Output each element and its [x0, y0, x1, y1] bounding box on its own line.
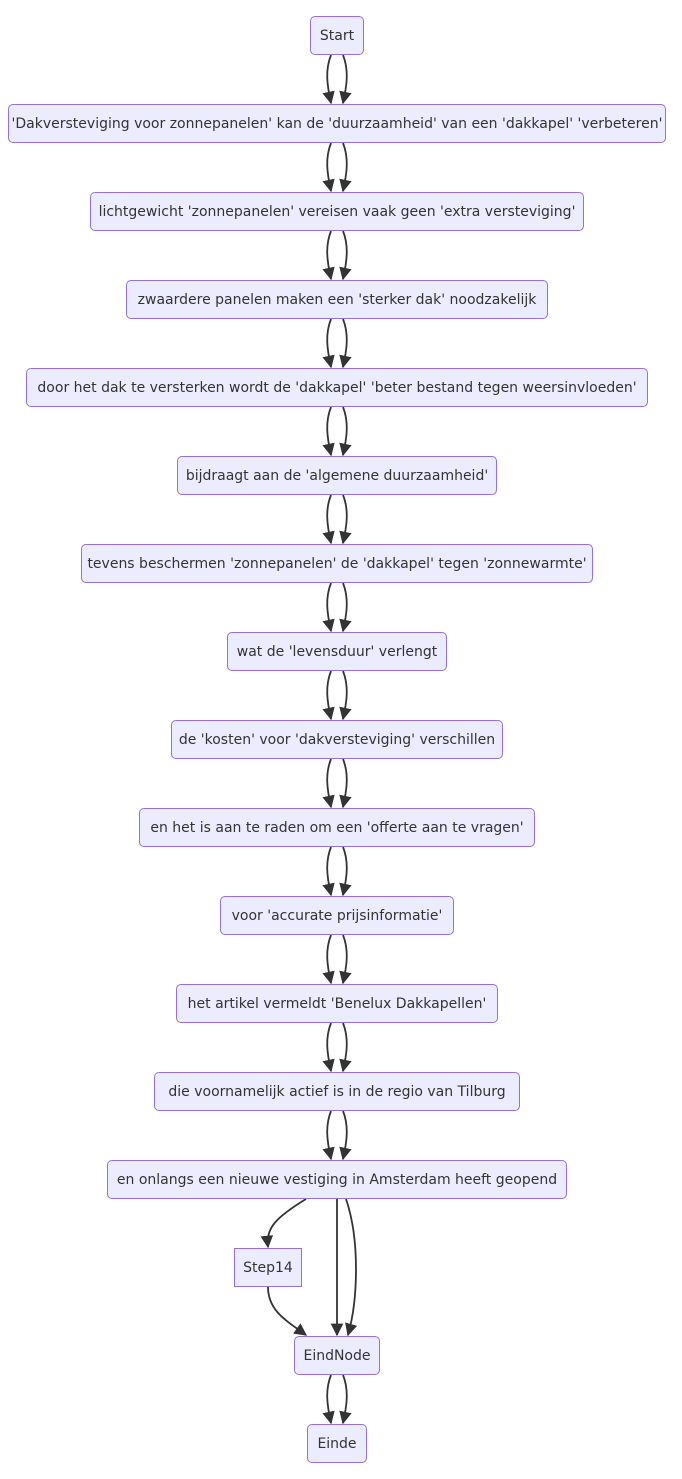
edge-n12-n13-b	[339, 1110, 352, 1161]
node-einde: Einde	[307, 1424, 367, 1463]
edge-n1-n2-b	[339, 142, 352, 193]
edge-n7-n8-b	[339, 670, 352, 721]
edge-n8-n9-a	[322, 758, 335, 809]
edge-n6-n7-a	[322, 582, 335, 633]
edge-n4-n5-b	[339, 406, 352, 457]
edge-n5-n6-a	[322, 494, 335, 545]
node-2: lichtgewicht 'zonnepanelen' vereisen vaa…	[90, 192, 584, 231]
edge-n11-n12-a	[322, 1022, 335, 1073]
edge-n10-n11-b	[339, 934, 352, 985]
edge-n6-n7-b	[339, 582, 352, 633]
edge-start-n1-a	[322, 54, 335, 105]
edge-start-n1-b	[339, 54, 352, 105]
node-12: die voornamelijk actief is in de regio v…	[154, 1072, 520, 1111]
edge-n3-n4-a	[322, 318, 335, 369]
edge-n5-n6-b	[339, 494, 352, 545]
edge-n1-n2-a	[322, 142, 335, 193]
node-5: bijdraagt aan de 'algemene duurzaamheid'	[177, 456, 497, 495]
edge-n12-n13-a	[322, 1110, 335, 1161]
node-4: door het dak te versterken wordt de 'dak…	[26, 368, 648, 407]
edge-eind-einde-b	[339, 1374, 352, 1425]
edge-eind-einde-a	[322, 1374, 335, 1425]
node-11: het artikel vermeldt 'Benelux Dakkapelle…	[176, 984, 498, 1023]
edge-n8-n9-b	[339, 758, 352, 809]
edge-n2-n3-a	[322, 230, 335, 281]
edge-n7-n8-a	[322, 670, 335, 721]
node-1: 'Dakversteviging voor zonnepanelen' kan …	[8, 104, 666, 143]
edge-n13-step14	[260, 1198, 307, 1249]
node-10: voor 'accurate prijsinformatie'	[220, 896, 454, 935]
node-step14: Step14	[234, 1248, 302, 1287]
edge-n13-eind-b	[345, 1198, 358, 1337]
edge-n4-n5-a	[322, 406, 335, 457]
node-eindnode: EindNode	[294, 1336, 380, 1375]
edge-n2-n3-b	[339, 230, 352, 281]
edge-n11-n12-b	[339, 1022, 352, 1073]
node-9: en het is aan te raden om een 'offerte a…	[139, 808, 535, 847]
node-13: en onlangs een nieuwe vestiging in Amste…	[107, 1160, 567, 1199]
edge-step14-eind	[267, 1286, 308, 1336]
node-3: zwaardere panelen maken een 'sterker dak…	[126, 280, 548, 319]
edge-n9-n10-b	[339, 846, 352, 897]
node-6: tevens beschermen 'zonnepanelen' de 'dak…	[81, 544, 593, 583]
node-8: de 'kosten' voor 'dakversteviging' versc…	[171, 720, 503, 759]
node-7: wat de 'levensduur' verlengt	[227, 632, 447, 671]
edge-n10-n11-a	[322, 934, 335, 985]
edge-n3-n4-b	[339, 318, 352, 369]
node-start: Start	[310, 16, 364, 55]
edge-n9-n10-a	[322, 846, 335, 897]
